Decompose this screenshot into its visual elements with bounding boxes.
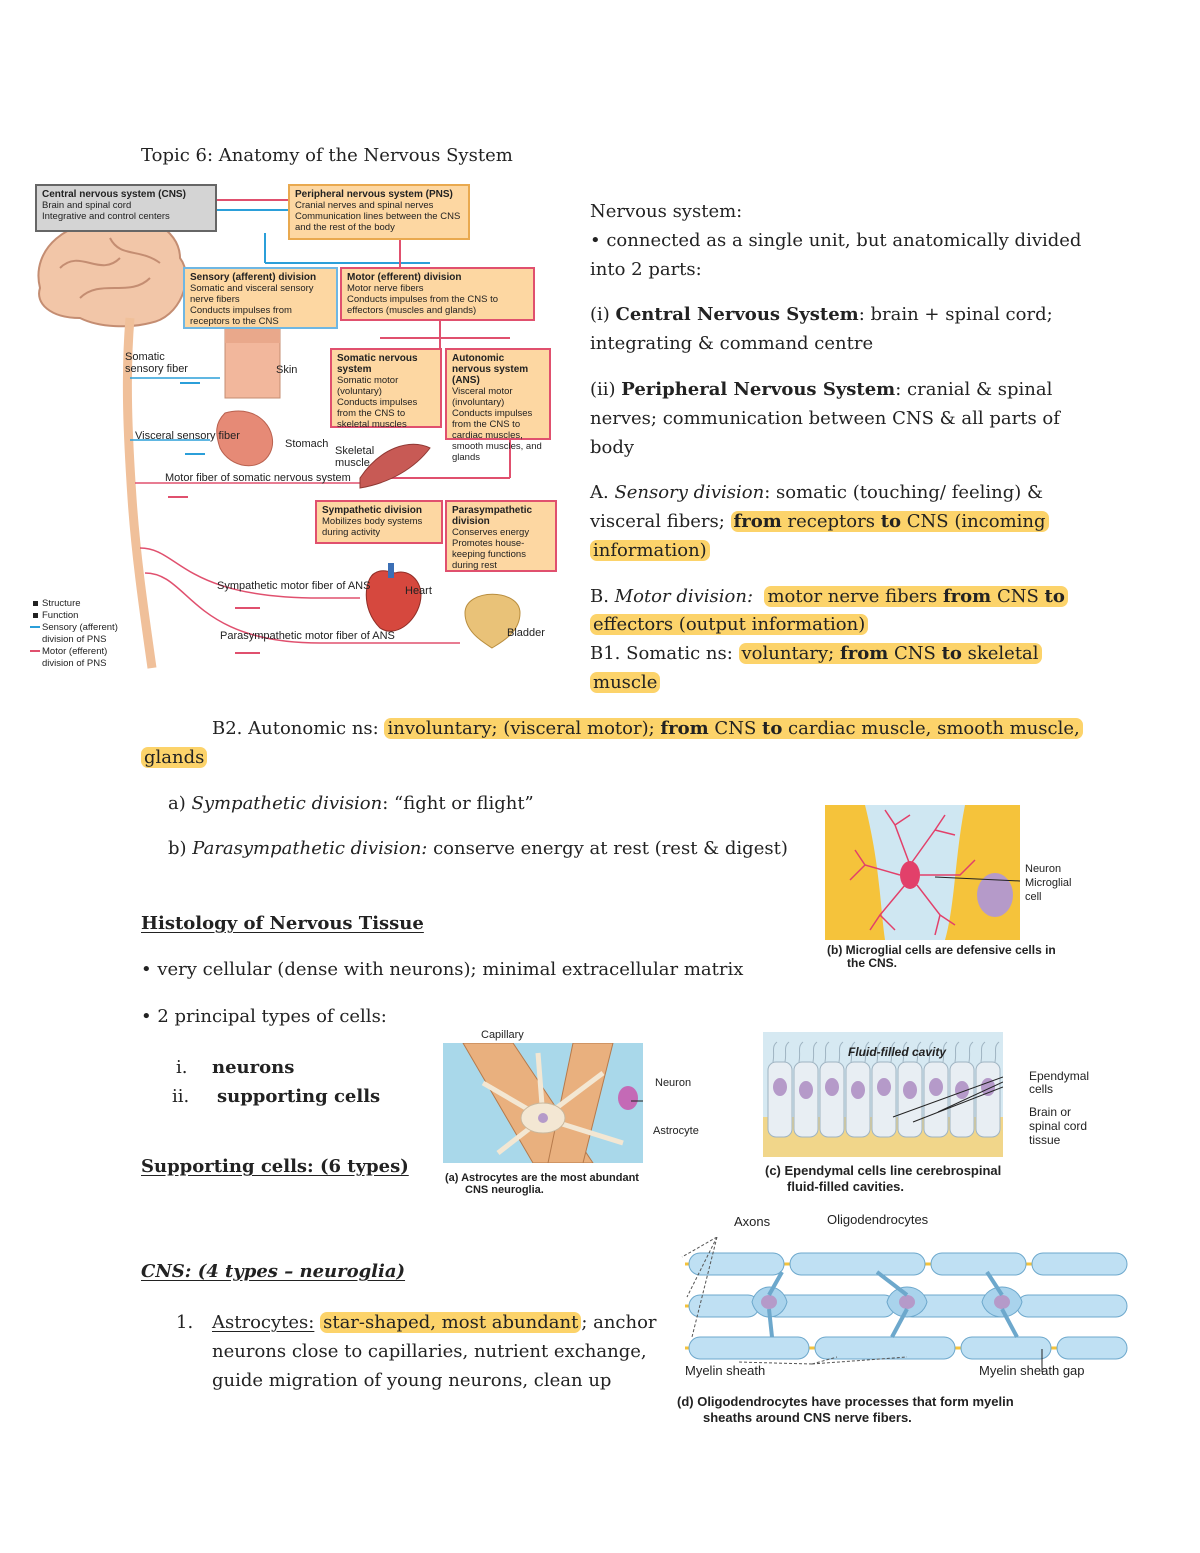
sympathetic-division-box: Sympathetic division Mobilizes body syst… — [315, 500, 443, 544]
pns-line3: body — [590, 437, 635, 458]
label-sympathetic-motor-fiber: Sympathetic motor fiber of ANS — [217, 580, 371, 592]
label-capillary: Capillary — [481, 1029, 524, 1041]
label-motor-fiber-somatic: Motor fiber of somatic nervous system — [165, 472, 351, 484]
label-skin: Skin — [276, 364, 298, 376]
supporting-cells-heading: Supporting cells: (6 types) — [141, 1156, 409, 1177]
label-skeletal-muscle: Skeletal muscle — [335, 445, 375, 469]
highlight: motor nerve fibers from CNS to — [764, 586, 1068, 607]
somatic-ns-line2: muscle — [590, 668, 661, 697]
astrocyte-caption-line1: (a) Astrocytes are the most abundant — [445, 1172, 639, 1184]
highlight: voluntary; from CNS to skeletal — [738, 643, 1042, 664]
ns-bullet-line1: • connected as a single unit, but anatom… — [590, 230, 1082, 251]
label-ependymal: Ependymal — [1029, 1069, 1090, 1083]
microglia-caption-line2: the CNS. — [847, 956, 898, 970]
label-bladder: Bladder — [507, 627, 545, 639]
label-fluid-filled-cavity: Fluid-filled cavity — [848, 1045, 947, 1059]
label-axons: Axons — [734, 1214, 771, 1229]
label-microglial: Microglial — [1025, 877, 1072, 889]
cell-type-neurons: neurons — [212, 1057, 295, 1078]
label-myelin-sheath: Myelin sheath — [685, 1363, 766, 1378]
pns-line: (ii) Peripheral Nervous System: cranial … — [590, 379, 1053, 400]
label-tissue: tissue — [1029, 1133, 1061, 1147]
label-spinal-cord: spinal cord — [1029, 1119, 1088, 1133]
pns-box: Peripheral nervous system (PNS) Cranial … — [288, 184, 470, 240]
diagram-graphics — [30, 199, 521, 669]
ependymal-illustration — [763, 1032, 1003, 1157]
histology-heading: Histology of Nervous Tissue — [141, 913, 424, 934]
microglia-illustration — [825, 805, 1020, 940]
histology-bullet2: • 2 principal types of cells: — [141, 1006, 387, 1027]
ependymal-figure: Fluid-filled cavity Ependymal cells Brai… — [763, 1032, 1108, 1197]
cns-neuroglia-heading: CNS: (4 types – neuroglia) — [141, 1261, 406, 1282]
label-neuron: Neuron — [655, 1077, 692, 1089]
diagram-legend: Structure Function Sensory (afferent) di… — [42, 598, 118, 669]
histology-bullet1: • very cellular (dense with neurons); mi… — [141, 959, 744, 980]
label-parasympathetic-motor-fiber: Parasympathetic motor fiber of ANS — [220, 630, 395, 642]
microglia-caption-line1: (b) Microglial cells are defensive cells… — [827, 943, 1056, 957]
cell-type-ii-num: ii. — [172, 1086, 190, 1107]
somatic-ns-box: Somatic nervous system Somatic motor (vo… — [330, 348, 442, 430]
label-brain-or: Brain or — [1029, 1105, 1072, 1119]
microglia-figure: Neuron Microglial cell (b) Microglial ce… — [825, 805, 1085, 970]
motor-division-box: Motor (efferent) division Motor nerve fi… — [340, 267, 535, 321]
highlight: involuntary; (visceral motor); from CNS … — [384, 718, 1083, 739]
astrocytes-num: 1. — [176, 1312, 194, 1333]
astrocytes-line3: guide migration of young neurons, clean … — [212, 1370, 612, 1391]
cell-type-supporting: supporting cells — [217, 1086, 381, 1107]
cns-line2: integrating & command centre — [590, 333, 874, 354]
cns-box: Central nervous system (CNS) Brain and s… — [35, 184, 217, 232]
sensory-line2: visceral fibers; from receptors to CNS (… — [590, 507, 1049, 536]
parasympathetic-division-box: Parasympathetic division Conserves energ… — [445, 500, 557, 572]
ns-heading: Nervous system: — [590, 201, 743, 222]
autonomic-ns-box: Autonomic nervous system (ANS) Visceral … — [445, 348, 551, 463]
astrocytes-line2: neurons close to capillaries, nutrient e… — [212, 1341, 647, 1362]
oligodendrocyte-figure: Axons Oligodendrocytes Myelin sheath Mye… — [677, 1212, 1132, 1437]
label-somatic-sensory-fiber: Somatic sensory fiber — [125, 351, 188, 375]
label-ependymal-cells: cells — [1029, 1082, 1054, 1096]
label-cell: cell — [1025, 891, 1042, 903]
oligodendrocyte-caption-line1: (d) Oligodendrocytes have processes that… — [677, 1394, 1014, 1409]
autonomic-ns-line: B2. Autonomic ns: involuntary; (visceral… — [212, 714, 1083, 743]
ns-organization-diagram: Central nervous system (CNS) Brain and s… — [20, 178, 575, 678]
pns-line2: nerves; communication between CNS & all … — [590, 408, 1060, 429]
label-oligodendrocytes: Oligodendrocytes — [827, 1212, 929, 1227]
sensory-line3: information) — [590, 536, 710, 565]
ependymal-caption-line2: fluid-filled cavities. — [787, 1179, 905, 1194]
ependymal-caption-line1: (c) Ependymal cells line cerebrospinal — [765, 1163, 1002, 1178]
label-visceral-sensory-fiber: Visceral sensory fiber — [135, 430, 240, 442]
sympathetic-line: a) Sympathetic division: “fight or fligh… — [168, 793, 534, 814]
ns-bullet-line2: into 2 parts: — [590, 259, 702, 280]
astrocytes-line: Astrocytes: star-shaped, most abundant; … — [212, 1312, 657, 1333]
label-myelin-sheath-gap: Myelin sheath gap — [979, 1363, 1085, 1378]
cell-type-i-num: i. — [176, 1057, 188, 1078]
label-heart: Heart — [405, 585, 432, 597]
autonomic-ns-line2: glands — [141, 743, 208, 772]
sensory-line: A. Sensory division: somatic (touching/ … — [590, 482, 1044, 503]
astrocyte-figure: Capillary Neuron Astrocyte (a) Astrocyte… — [443, 1025, 713, 1200]
astrocyte-illustration — [443, 1043, 643, 1163]
somatic-ns-line: B1. Somatic ns: voluntary; from CNS to s… — [590, 639, 1042, 668]
label-astrocyte: Astrocyte — [653, 1125, 699, 1137]
sensory-division-box: Sensory (afferent) division Somatic and … — [183, 267, 338, 329]
cns-line: (i) Central Nervous System: brain + spin… — [590, 304, 1053, 325]
astrocyte-caption-line2: CNS neuroglia. — [465, 1184, 544, 1196]
label-stomach: Stomach — [285, 438, 329, 450]
label-neuron: Neuron — [1025, 863, 1062, 875]
oligodendrocyte-caption-line2: sheaths around CNS nerve fibers. — [703, 1410, 912, 1425]
parasympathetic-line: b) Parasympathetic division: conserve en… — [168, 838, 788, 859]
highlight: from receptors to CNS (incoming — [730, 511, 1049, 532]
motor-line: B. Motor division: motor nerve fibers fr… — [590, 582, 1068, 611]
page-title: Topic 6: Anatomy of the Nervous System — [141, 145, 513, 166]
motor-line2: effectors (output information) — [590, 610, 869, 639]
oligodendrocyte-illustration — [681, 1237, 1128, 1372]
